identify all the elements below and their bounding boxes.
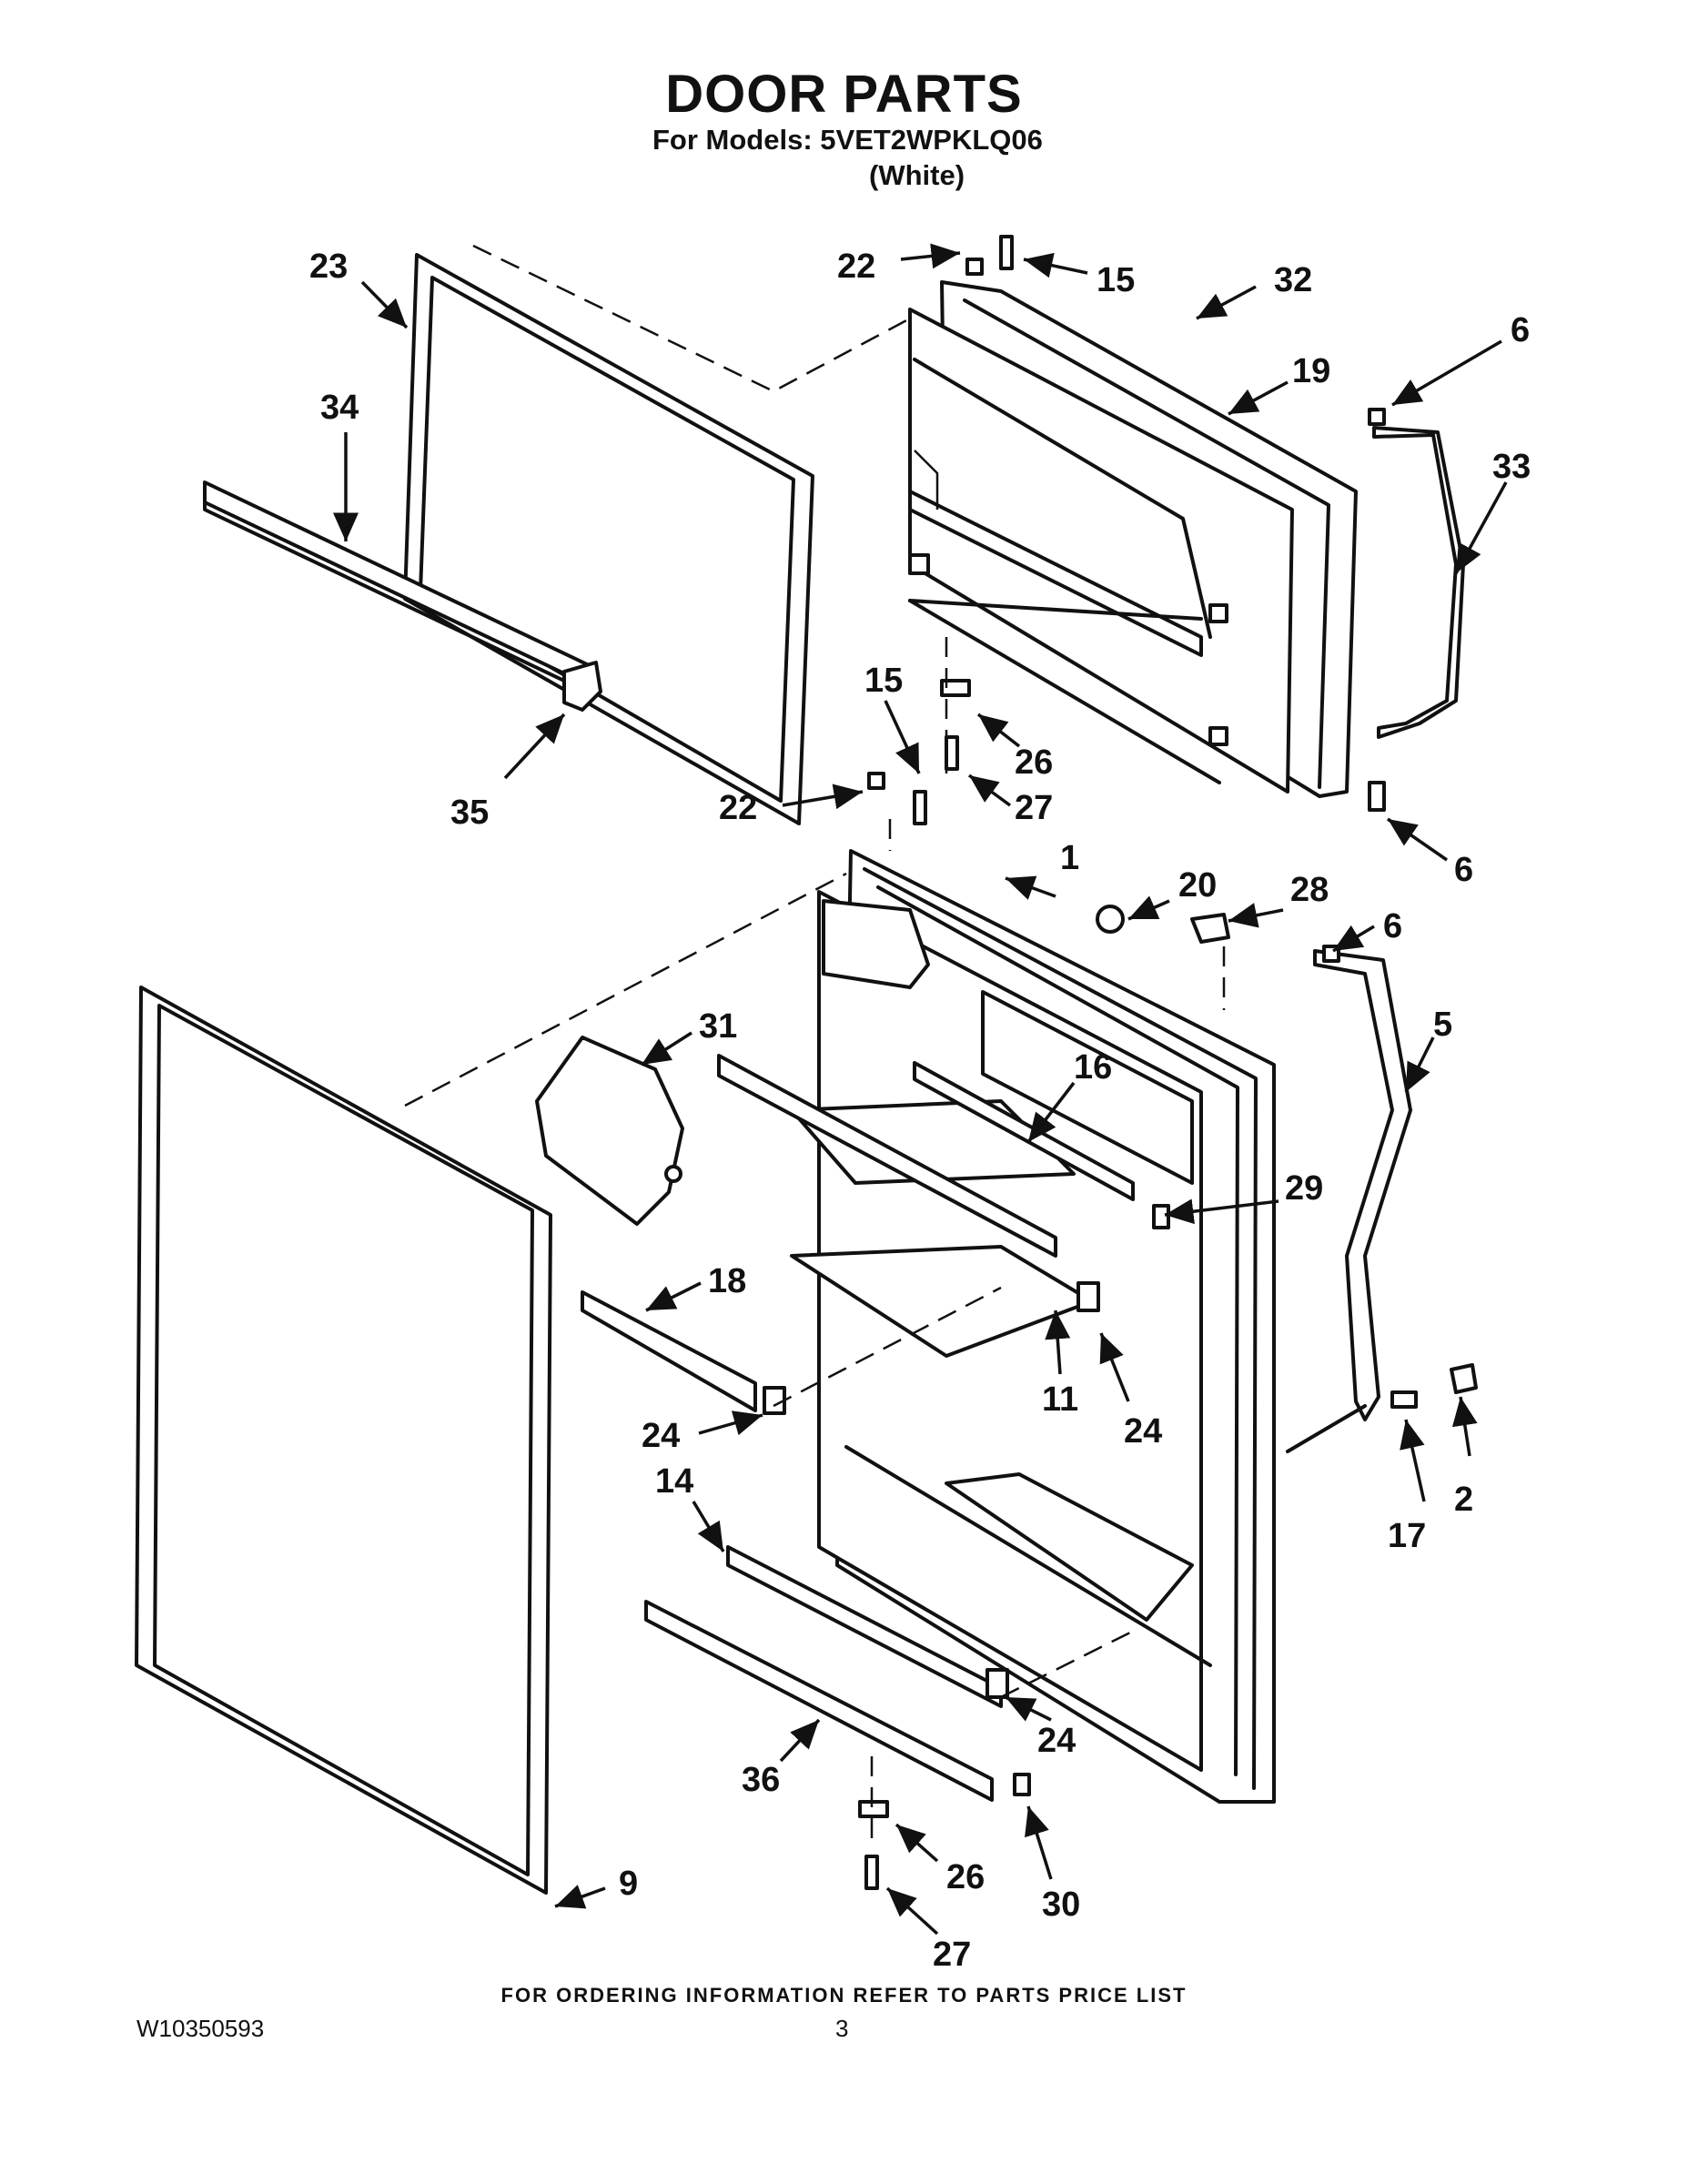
upper-shelf-trim xyxy=(717,1054,1057,1258)
callout-24: 24 xyxy=(1124,1412,1162,1451)
callout-33: 33 xyxy=(1492,448,1531,486)
callout-36: 36 xyxy=(742,1761,780,1799)
callout-30: 30 xyxy=(1042,1886,1080,1924)
callout-19: 19 xyxy=(1292,352,1330,390)
callout-23: 23 xyxy=(309,248,348,286)
page-number: 3 xyxy=(835,2015,849,2042)
document-number: W10350593 xyxy=(136,2015,265,2042)
callout-20: 20 xyxy=(1178,866,1217,905)
model-color: (White) xyxy=(869,159,965,191)
freezer-door-liner xyxy=(908,280,1358,798)
callout-31: 31 xyxy=(699,1007,737,1046)
ordering-note: FOR ORDERING INFORMATION REFER TO PARTS … xyxy=(500,1984,1188,2007)
callout-29: 29 xyxy=(1285,1169,1323,1208)
model-number: For Models: 5VET2WPKLQ06 xyxy=(652,124,1043,156)
callout-22: 22 xyxy=(719,789,757,827)
callout-35: 35 xyxy=(450,794,489,832)
callout-11: 11 xyxy=(1042,1380,1078,1419)
freezer-door-handle xyxy=(1372,426,1465,739)
alignment-lines xyxy=(404,244,1367,1847)
callout-27: 27 xyxy=(1015,789,1053,827)
lower-shelf-trim-18 xyxy=(581,1290,757,1412)
fresh-food-door-gasket xyxy=(135,986,552,1895)
callout-15: 15 xyxy=(1097,261,1135,299)
callout-6: 6 xyxy=(1454,851,1473,889)
dairy-compartment-door xyxy=(535,1036,684,1226)
callout-28: 28 xyxy=(1290,871,1329,909)
fresh-food-door-handle xyxy=(1313,949,1412,1421)
trim-end-cap xyxy=(562,661,602,712)
callout-26: 26 xyxy=(946,1858,985,1896)
callout-32: 32 xyxy=(1274,261,1312,299)
callout-6: 6 xyxy=(1383,907,1402,945)
callout-6: 6 xyxy=(1511,311,1530,349)
callout-17: 17 xyxy=(1388,1517,1426,1555)
page-title: DOOR PARTS xyxy=(665,65,1023,124)
bottom-shelf-trim-36 xyxy=(644,1600,994,1802)
middle-shelf-trim xyxy=(913,1061,1135,1201)
callout-24: 24 xyxy=(642,1417,680,1455)
callout-22: 22 xyxy=(837,248,875,286)
callout-18: 18 xyxy=(708,1262,746,1300)
callout-9: 9 xyxy=(619,1865,638,1903)
callout-16: 16 xyxy=(1074,1048,1112,1087)
callout-24: 24 xyxy=(1037,1722,1076,1760)
callout-34: 34 xyxy=(320,389,359,427)
freezer-door-gasket xyxy=(403,253,814,825)
callout-26: 26 xyxy=(1015,743,1053,782)
callout-27: 27 xyxy=(933,1936,971,1974)
callout-15: 15 xyxy=(864,662,903,700)
lower-shelf-trim-14 xyxy=(726,1545,1003,1708)
screw-fastener xyxy=(763,235,1478,1890)
fresh-food-door-liner xyxy=(790,849,1276,1804)
callout-labels: 23 34 35 22 15 32 19 6 33 15 26 27 22 6 … xyxy=(309,248,1531,1974)
callout-2: 2 xyxy=(1454,1481,1473,1519)
callout-1: 1 xyxy=(1060,839,1079,877)
callout-14: 14 xyxy=(655,1462,693,1501)
callout-5: 5 xyxy=(1433,1006,1452,1044)
callout-leaders xyxy=(333,243,1508,1936)
